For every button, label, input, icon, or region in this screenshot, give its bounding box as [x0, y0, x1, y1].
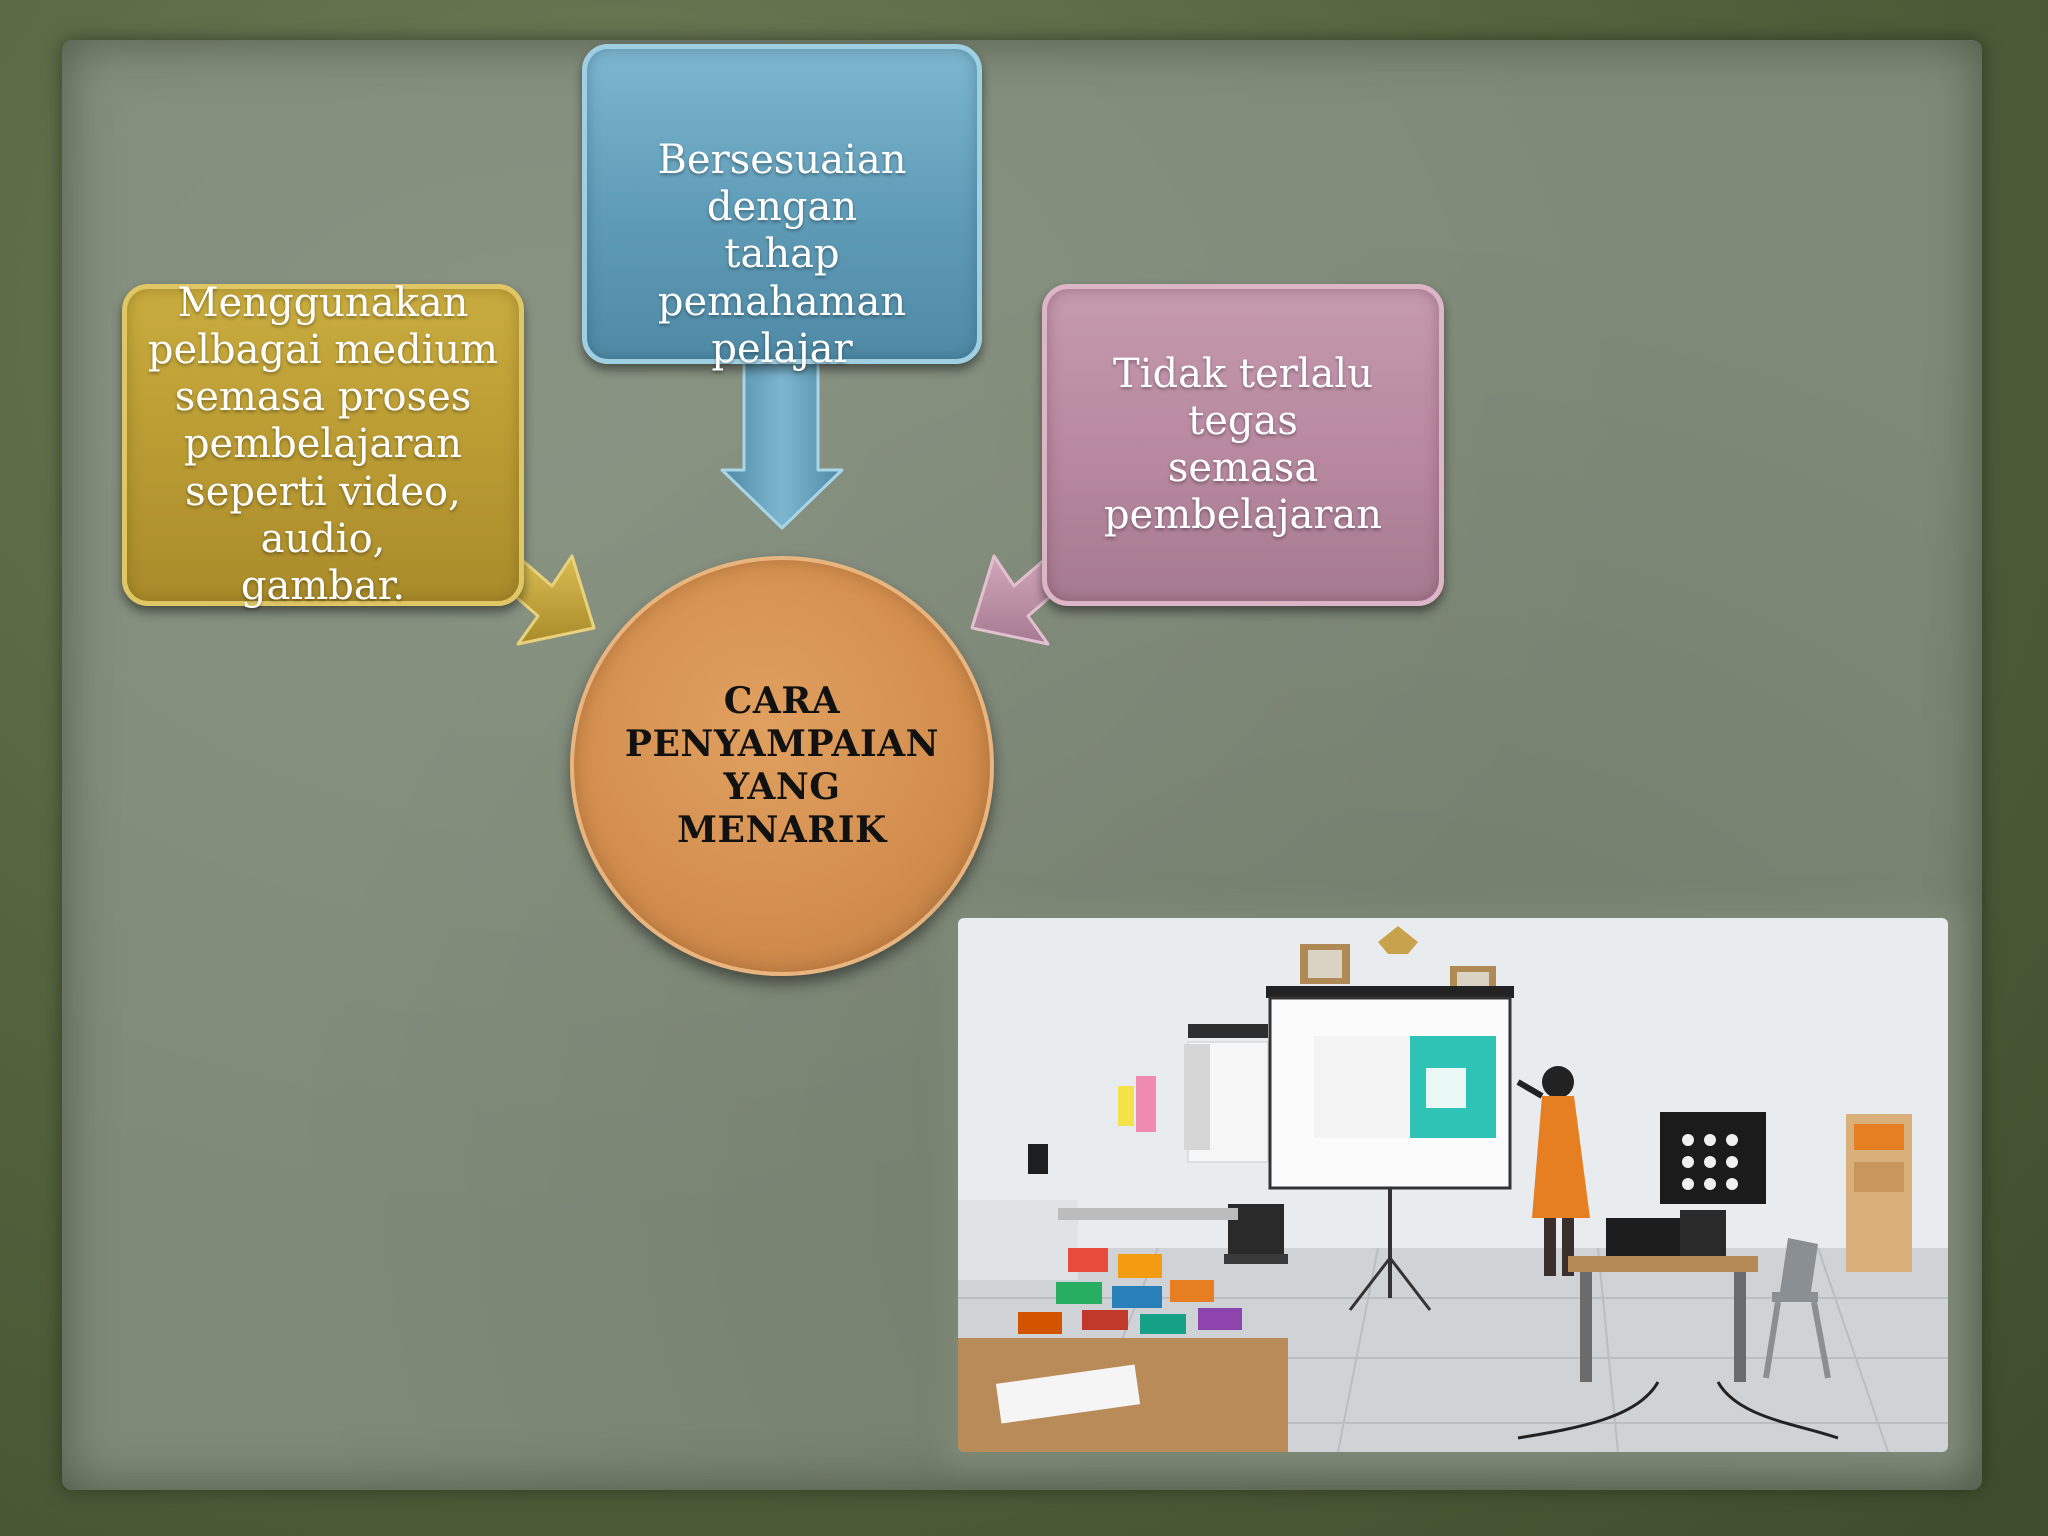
- node-right-line: pembelajaran: [1103, 492, 1383, 539]
- center-node: CARA PENYAMPAIAN YANG MENARIK: [570, 556, 994, 976]
- node-left-line: semasa proses: [174, 374, 472, 421]
- node-top: Bersesuaian dengan tahap pemahaman pelaj…: [582, 44, 982, 372]
- center-node-line: MENARIK: [677, 809, 887, 852]
- node-left: Menggunakan pelbagai medium semasa prose…: [122, 280, 524, 609]
- node-left-line: gambar.: [240, 562, 406, 609]
- node-right-line: Tidak terlalu tegas: [1113, 350, 1373, 444]
- node-right: Tidak terlalu tegas semasa pembelajaran: [1042, 284, 1444, 606]
- classroom-photo: [958, 918, 1948, 1452]
- node-left-text: Menggunakan pelbagai medium semasa prose…: [141, 280, 505, 610]
- node-top-line: Bersesuaian dengan: [657, 137, 907, 231]
- center-node-line: CARA: [723, 679, 841, 722]
- node-top-line: pelajar: [711, 325, 853, 372]
- center-node-text: CARA PENYAMPAIAN YANG MENARIK: [625, 680, 939, 853]
- center-node-line: PENYAMPAIAN: [624, 722, 940, 765]
- classroom-photo-illustration: [958, 918, 1948, 1452]
- node-right-line: semasa: [1167, 445, 1319, 491]
- center-node-line: YANG: [723, 766, 841, 808]
- node-top-line: tahap pemahaman: [657, 231, 907, 325]
- node-right-text: Tidak terlalu tegas semasa pembelajaran: [1061, 351, 1425, 540]
- node-left-line: seperti video, audio,: [185, 468, 461, 562]
- node-left-line: Menggunakan: [177, 279, 469, 326]
- node-left-line: pelbagai medium: [147, 327, 499, 374]
- node-left-line: pembelajaran: [183, 421, 463, 468]
- node-top-text: Bersesuaian dengan tahap pemahaman pelaj…: [601, 137, 963, 373]
